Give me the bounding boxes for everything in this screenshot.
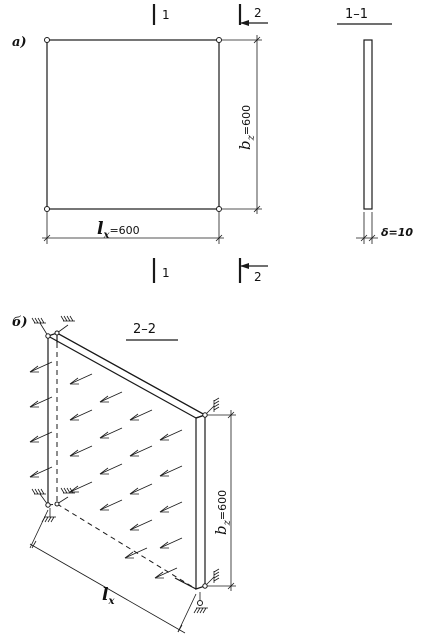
figure-b-label: б) [12, 315, 28, 330]
support-bottom-right [193, 568, 220, 614]
load-arrow [159, 537, 183, 549]
section-2-2-title: 2–2 [133, 322, 156, 337]
load-arrow [29, 431, 53, 443]
dimension-lx-b-label: lx [102, 585, 115, 607]
load-arrow [69, 409, 93, 421]
load-arrow [29, 361, 53, 373]
corner-hinge-top-right [216, 37, 222, 43]
plate-outline [46, 39, 220, 210]
corner-hinge-top-left [44, 37, 50, 43]
support-bottom-left [31, 487, 75, 523]
support-top-right [202, 397, 220, 418]
dimension-lx: lx=600 [42, 212, 224, 244]
section-mark-1-top-label: 1 [162, 8, 170, 22]
figure-a-label: а) [12, 35, 27, 50]
load-arrow [129, 445, 153, 457]
section-mark-2-top-label: 2 [254, 6, 262, 20]
load-arrow [69, 445, 93, 457]
load-arrow [99, 499, 123, 511]
support-top-left [31, 315, 75, 339]
corner-hinge-bottom-left [44, 206, 50, 212]
corner-hinge-bottom-right [216, 206, 222, 212]
thickness-label: δ=10 [381, 226, 413, 239]
load-arrow [124, 547, 148, 559]
load-arrows [29, 361, 183, 579]
section-mark-1-bottom: 1 [152, 258, 170, 283]
plate-right-edge [195, 414, 206, 590]
load-arrow [69, 373, 93, 385]
load-arrow [154, 567, 178, 579]
load-arrow [159, 501, 183, 513]
dimension-lx-b: lx [29, 509, 197, 634]
section-mark-2-top: 2 [238, 4, 268, 26]
figure-a: а) 1 2 1 2 [12, 4, 268, 284]
load-arrow [129, 483, 153, 495]
load-arrow [29, 466, 53, 478]
section-mark-2-bottom-label: 2 [254, 270, 262, 284]
section-1-1: 1–1 δ=10 [337, 7, 413, 244]
section-mark-2-bottom: 2 [238, 258, 268, 284]
section-mark-1-bottom-label: 1 [162, 266, 170, 280]
dimension-bz-b-label: bz=600 [212, 490, 233, 535]
load-arrow [29, 396, 53, 408]
dimension-bz-label: bz=600 [236, 105, 257, 150]
load-arrow [99, 391, 123, 403]
section-mark-1-top: 1 [152, 4, 170, 25]
plate-top-edge [46, 332, 207, 419]
plate-hidden-bottom-edge [56, 503, 197, 590]
dimension-bz-b: bz=600 [207, 410, 236, 591]
load-arrow [99, 427, 123, 439]
load-arrow [69, 481, 93, 493]
load-arrow [129, 409, 153, 421]
load-arrow [129, 519, 153, 531]
load-arrow [159, 465, 183, 477]
load-arrow [159, 429, 183, 441]
figure-b: б) 2–2 [12, 315, 236, 634]
dimension-lx-label: lx=600 [97, 219, 140, 241]
section-1-1-title: 1–1 [345, 7, 368, 22]
load-arrow [99, 463, 123, 475]
section-plate-edge [363, 39, 373, 210]
dimension-bz: bz=600 [222, 35, 262, 214]
